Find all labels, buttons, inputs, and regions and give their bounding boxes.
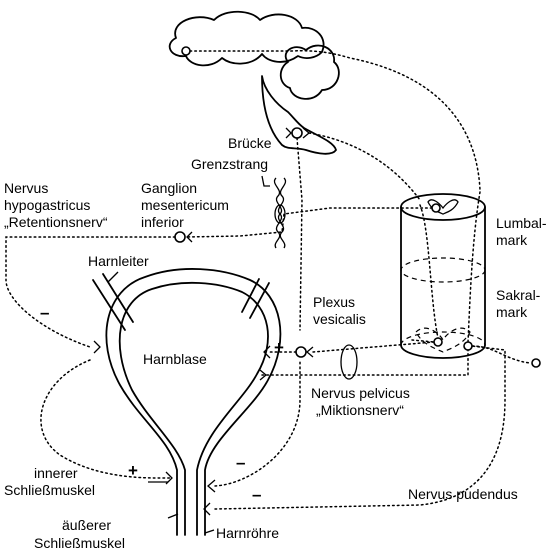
- sacral-neuron-right: [463, 341, 473, 351]
- external-sphincter-effector: [203, 502, 211, 516]
- nervus-pelvicus-sheath: [340, 344, 358, 380]
- pons-descending-fiber: [296, 137, 303, 331]
- inner-sphincter-fiber: [40, 359, 171, 479]
- cortex-neuron: [181, 46, 191, 56]
- ureter-right-2: [241, 278, 260, 313]
- bladder-afferent-arrow: [259, 369, 268, 381]
- label-bruecke: Brücke: [228, 135, 272, 151]
- nervus-hypogastricus: [5, 236, 176, 348]
- ureter-right: [249, 282, 270, 319]
- nervus-pelvicus-fiber: [312, 341, 435, 353]
- brain-cerebellum: [279, 44, 340, 100]
- plexus-synapse-right: [305, 346, 314, 358]
- label-nervus-hypogastricus-1: Nervus: [4, 180, 48, 196]
- brain-cortex: [168, 10, 325, 67]
- label-grenzstrang: Grenzstrang: [191, 156, 268, 172]
- brainstem-pons: [261, 75, 337, 155]
- sacral-afferent-ending: [531, 358, 541, 368]
- sign-minus-inner-sphincter: –: [236, 453, 245, 472]
- ureter-left-2: [102, 273, 134, 323]
- label-innerer-1: innerer: [34, 465, 78, 481]
- label-nervus-pudendus: Nervus pudendus: [408, 486, 518, 502]
- bladder-inner-wall: [118, 281, 269, 536]
- harnleiter-pointer: [107, 271, 119, 283]
- nervus-pelvicus-afferent: [261, 349, 469, 376]
- sacral-afferent-fiber: [471, 345, 531, 364]
- nervus-pudendus: [214, 345, 506, 510]
- inner-sphincter-pelvic-fiber: [214, 359, 301, 487]
- lumbar-sacral-boundary: [400, 257, 486, 283]
- label-nervus-pelvicus-1: Nervus pelvicus: [311, 385, 410, 401]
- pons-neuron: [291, 127, 303, 139]
- label-aeusserer-1: äußerer: [62, 517, 111, 533]
- grenzstrang-ganglion: [274, 204, 286, 224]
- aeusserer-pointer: [167, 513, 179, 519]
- cord-internal-fiber-2: [467, 191, 481, 343]
- cord-internal-fiber-1: [419, 204, 439, 339]
- pons-synapse-left: [285, 127, 292, 139]
- sign-plus-plexus: +: [274, 338, 284, 357]
- sacral-neuron-left: [433, 337, 443, 347]
- plexus-bladder-effector: [263, 345, 271, 359]
- label-plexus-1: Plexus: [313, 294, 355, 310]
- cord-internal-fiber-3: [411, 339, 435, 343]
- lumbar-efferent-fiber: [185, 207, 433, 238]
- label-harnroehre: Harnröhre: [216, 525, 279, 541]
- label-harnleiter: Harnleiter: [88, 253, 149, 269]
- inner-sphincter-pelvic-effector: [207, 479, 216, 493]
- sign-minus-pudendus: –: [252, 485, 261, 504]
- label-nervus-hypogastricus-2: hypogastricus: [4, 197, 90, 213]
- label-lumbalmark-2: mark: [496, 232, 528, 248]
- label-ganglion-3: inferior: [141, 214, 184, 230]
- label-plexus-2: vesicalis: [313, 311, 366, 327]
- cortex-pons-fiber: [189, 50, 481, 191]
- spinal-cord-bottom: [400, 344, 486, 359]
- hypogastricus-bladder-effector: [93, 340, 101, 354]
- sign-plus-inner-sphincter: +: [128, 461, 138, 480]
- bladder-outer-wall: [105, 268, 282, 536]
- spinal-cord-bottom-back: [400, 331, 486, 346]
- label-sakralmark-1: Sakral-: [496, 287, 541, 303]
- label-harnblase: Harnblase: [143, 351, 207, 367]
- label-innerer-2: Schließmuskel: [4, 482, 95, 498]
- label-aeusserer-2: Schließmuskel: [34, 535, 125, 551]
- harnroehre-pointer: [204, 529, 215, 534]
- ganglion-synapse: [186, 231, 193, 243]
- ganglion-mesentericum-neuron: [174, 231, 186, 243]
- label-ganglion-1: Ganglion: [141, 180, 197, 196]
- sacral-grey-matter: [415, 327, 471, 353]
- sign-minus-hypogastricus: –: [40, 303, 49, 322]
- grenzstrang-label-bracket: [261, 175, 270, 187]
- lumbar-neuron: [431, 203, 441, 213]
- label-nervus-pelvicus-2: „Miktionsnerv“: [316, 402, 404, 418]
- plexus-vesicalis-neuron: [295, 346, 307, 358]
- pons-to-cord-fiber: [308, 132, 421, 201]
- label-ganglion-2: mesentericum: [141, 197, 229, 213]
- label-lumbalmark-1: Lumbal-: [496, 215, 547, 231]
- ureter-left: [92, 279, 126, 331]
- grenzstrang-chain-2: [274, 177, 287, 249]
- label-sakralmark-2: mark: [496, 304, 528, 320]
- label-nervus-hypogastricus-3: „Retentionsnerv“: [4, 214, 108, 230]
